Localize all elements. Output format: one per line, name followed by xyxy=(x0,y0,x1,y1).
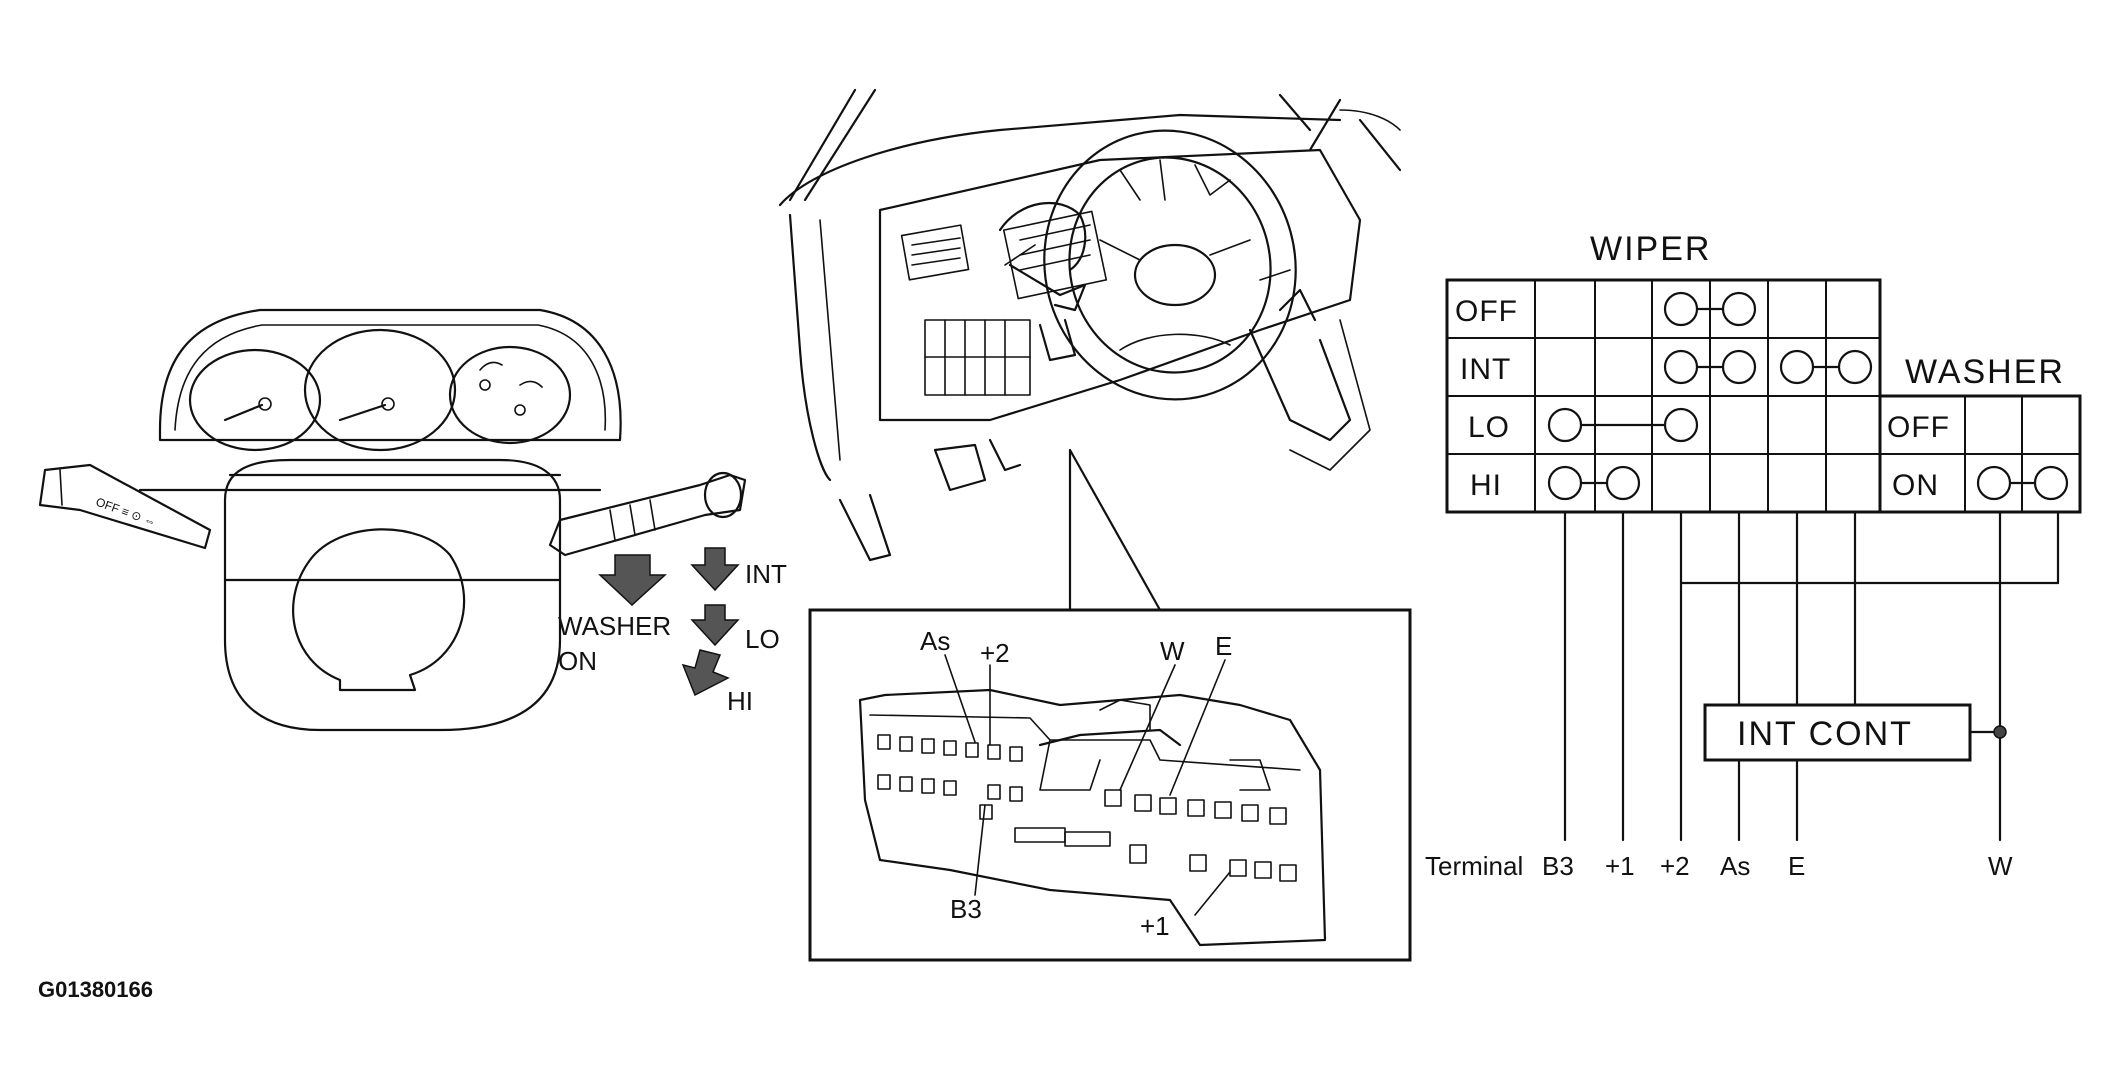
hi-arrow-icon xyxy=(681,649,730,697)
conn-label-b3: B3 xyxy=(950,894,982,924)
lever-arrows xyxy=(598,547,740,697)
dashboard-illustration xyxy=(778,88,1402,562)
combination-switch-illustration: OFF ≡ ⊙ ⇔ xyxy=(38,308,747,732)
terminal-w: W xyxy=(1988,851,2013,881)
terminal-e: E xyxy=(1788,851,1805,881)
connector-illustration xyxy=(858,654,1327,947)
lever-label-hi: HI xyxy=(727,686,753,716)
washer-table xyxy=(1878,394,2082,514)
int-cont-box xyxy=(1703,703,1972,762)
conn-label-p2: +2 xyxy=(980,638,1010,668)
conn-label-w: W xyxy=(1160,636,1185,666)
wiper-row-lo: LO xyxy=(1468,411,1510,444)
int-arrow-icon xyxy=(690,547,740,592)
lever-label-int: INT xyxy=(745,559,787,589)
terminal-label: Terminal xyxy=(1425,851,1523,881)
lo-arrow-icon xyxy=(690,604,740,647)
continuity-nodes xyxy=(1547,291,2069,501)
lever-label-washer: WASHER xyxy=(558,611,671,641)
wiper-row-int: INT xyxy=(1460,353,1511,386)
wiper-table xyxy=(1445,278,2080,514)
wiring xyxy=(1563,510,2060,842)
washer-arrow-icon xyxy=(598,554,667,607)
wiper-row-off: OFF xyxy=(1455,295,1518,328)
lever-label-on: ON xyxy=(558,646,597,676)
connector-inset-frame xyxy=(808,608,1412,962)
terminal-as: As xyxy=(1720,851,1750,881)
callout-lines xyxy=(1068,448,1162,612)
terminal-p1: +1 xyxy=(1605,851,1635,881)
figure-code: G01380166 xyxy=(38,977,153,1002)
lever-label-lo: LO xyxy=(745,624,780,654)
terminal-b3: B3 xyxy=(1542,851,1574,881)
conn-label-p1: +1 xyxy=(1140,911,1170,941)
wiper-table-title: WIPER xyxy=(1590,230,1711,268)
conn-label-e: E xyxy=(1215,631,1232,661)
int-cont-label: INT CONT xyxy=(1737,715,1913,753)
washer-row-off: OFF xyxy=(1887,411,1950,444)
terminal-p2: +2 xyxy=(1660,851,1690,881)
washer-table-title: WASHER xyxy=(1905,353,2065,391)
wiper-row-hi: HI xyxy=(1470,469,1502,502)
washer-row-on: ON xyxy=(1892,469,1939,502)
conn-label-as: As xyxy=(920,626,950,656)
